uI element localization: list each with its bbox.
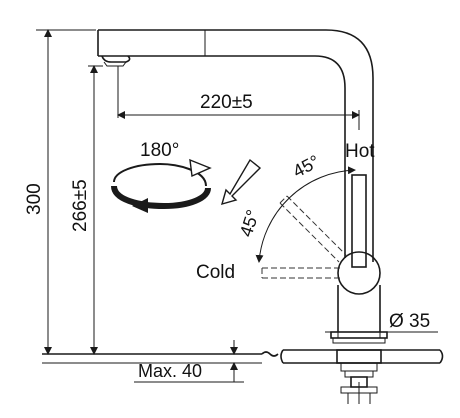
label-spout-height: 266±5 (70, 179, 91, 232)
dim-spout-height (88, 65, 103, 355)
label-cold: Cold (196, 262, 235, 283)
label-total-height: 300 (24, 183, 45, 215)
label-hot: Hot (345, 141, 375, 162)
dim-max-thickness (134, 340, 244, 383)
countertop (42, 349, 444, 364)
label-reach: 220±5 (200, 92, 253, 113)
label-rotation: 180° (140, 140, 179, 161)
mounting-assembly (336, 349, 382, 404)
dim-reach (117, 66, 360, 130)
hot-lever-ghost (279, 195, 347, 263)
faucet-body (97, 29, 388, 344)
label-max-thickness: Max. 40 (138, 361, 202, 381)
spout-outer (98, 29, 374, 262)
rotation-symbol (111, 158, 212, 213)
spout-inner (98, 55, 346, 258)
cold-lever-ghost (261, 267, 340, 279)
swivel-arrow-icon (220, 158, 262, 206)
cartridge (337, 251, 381, 295)
base-ring (330, 331, 388, 339)
dim-base-diameter (325, 326, 438, 338)
base-seal (332, 337, 386, 344)
label-hot-angle: 45° (289, 151, 322, 181)
label-cold-angle: 45° (236, 207, 263, 239)
aerator-tip (103, 61, 127, 67)
aerator-outlet (101, 55, 131, 63)
dim-total-height (36, 29, 96, 355)
label-base-diameter: Ø 35 (389, 311, 430, 332)
lever-angle-arc (255, 166, 356, 263)
faucet-base (337, 285, 381, 332)
